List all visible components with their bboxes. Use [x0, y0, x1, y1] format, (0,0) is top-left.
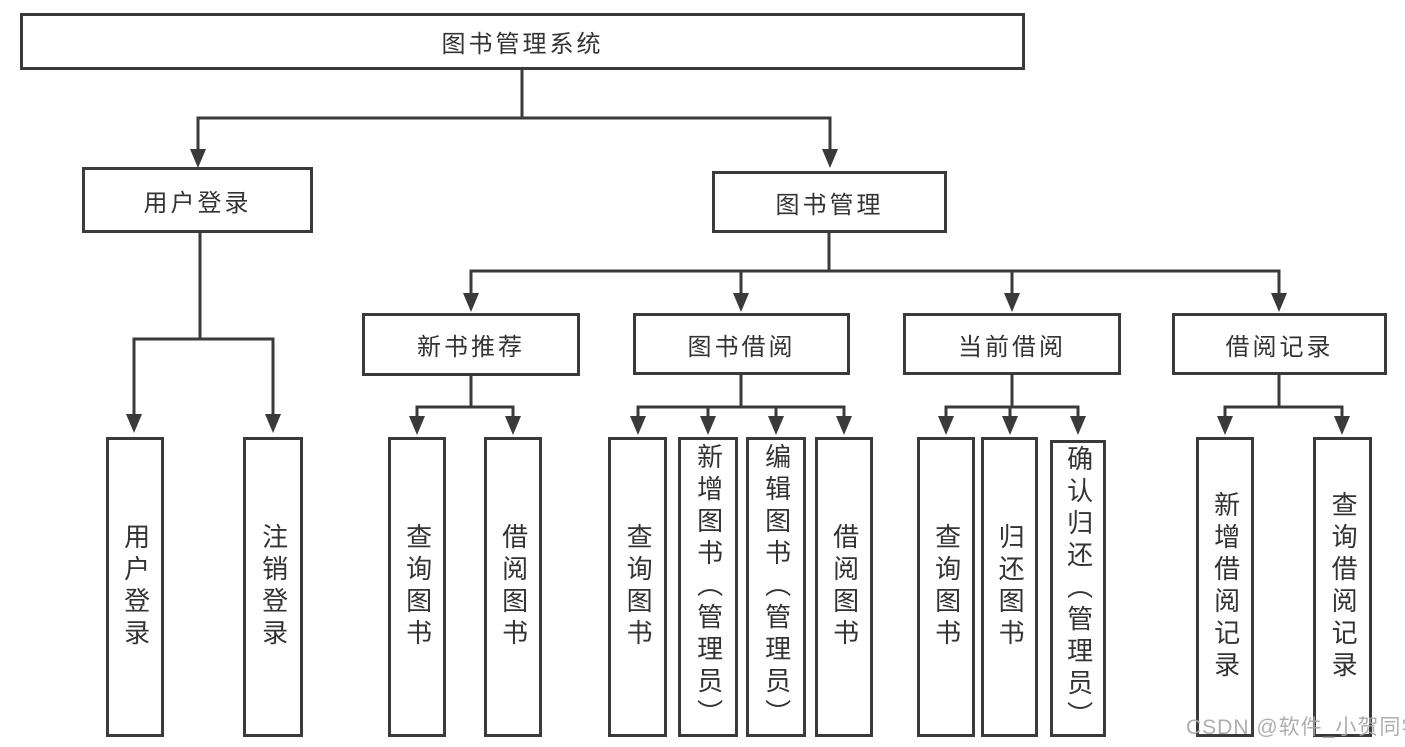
node-book-management-label: 图书管理 — [775, 191, 884, 219]
leaf-edit-books-admin: 编辑图书（管理员） — [746, 437, 806, 737]
node-library-system: 图书管理系统 — [20, 13, 1025, 70]
watermark: CSDN @软件_小贺同学 — [1186, 716, 1405, 739]
leaf-confirm-return-admin: 确认归还（管理员） — [1050, 440, 1106, 737]
leaf-query-books-recommend: 查询图书 — [388, 437, 446, 737]
node-user-login-label: 用户登录 — [143, 189, 252, 217]
leaf-query-books-current: 查询图书 — [917, 437, 975, 737]
leaf-add-borrow-record: 新增借阅记录 — [1196, 437, 1254, 737]
node-library-system-label: 图书管理系统 — [441, 31, 604, 58]
node-current-borrowing: 当前借阅 — [903, 313, 1121, 375]
leaf-return-books: 归还图书 — [981, 437, 1038, 737]
node-user-login: 用户登录 — [82, 167, 313, 233]
leaf-add-books-admin: 新增图书（管理员） — [678, 437, 738, 737]
node-new-book-recommend: 新书推荐 — [362, 313, 580, 376]
leaf-borrow-books-recommend: 借阅图书 — [484, 437, 542, 737]
node-borrow-records: 借阅记录 — [1172, 313, 1387, 375]
node-new-book-recommend-label: 新书推荐 — [417, 334, 525, 361]
node-book-borrowing: 图书借阅 — [633, 313, 850, 375]
leaf-query-borrow-record: 查询借阅记录 — [1313, 437, 1372, 737]
node-current-borrowing-label: 当前借阅 — [958, 333, 1066, 361]
node-borrow-records-label: 借阅记录 — [1225, 333, 1334, 361]
node-book-management: 图书管理 — [712, 171, 947, 233]
arrowhead-icons — [126, 149, 1350, 435]
leaf-user-login: 用户登录 — [106, 437, 164, 737]
node-book-borrowing-label: 图书借阅 — [687, 333, 796, 361]
leaf-query-books-borrowing: 查询图书 — [608, 437, 667, 737]
leaf-logout-login: 注销登录 — [243, 437, 303, 737]
leaf-borrow-books: 借阅图书 — [815, 437, 873, 737]
